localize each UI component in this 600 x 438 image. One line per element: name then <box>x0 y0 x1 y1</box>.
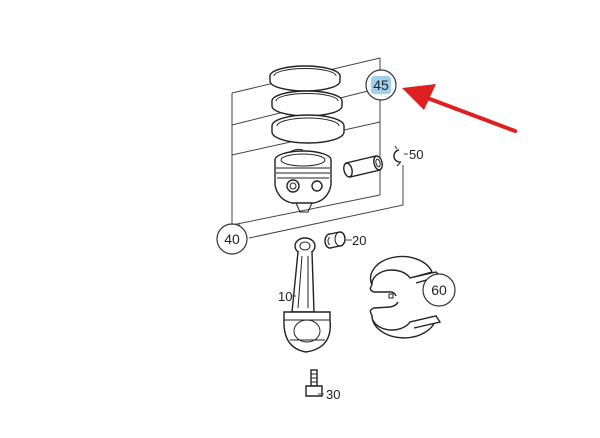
callout-60[interactable]: 60 <box>422 273 456 307</box>
callout-40[interactable]: 40 <box>216 223 248 255</box>
piston-ring-top <box>269 65 341 92</box>
piston-ring-middle <box>271 90 343 117</box>
piston-rings <box>269 65 345 144</box>
part-label-20: 20 <box>352 233 366 248</box>
callout-60-label: 60 <box>431 282 447 298</box>
connecting-rod <box>283 237 331 353</box>
part-label-50: 50 <box>409 147 423 162</box>
piston-pin <box>343 155 383 178</box>
part-label-10: 10 <box>278 289 292 304</box>
callout-40-label: 40 <box>224 231 240 247</box>
rod-bolt <box>305 369 323 397</box>
circlip <box>393 145 402 167</box>
piston-ring-bottom <box>271 114 345 144</box>
part-label-30: 30 <box>326 387 340 402</box>
callout-45[interactable]: 45 <box>365 69 397 101</box>
bearing-shells <box>369 255 442 339</box>
red-arrow-annotation <box>402 84 517 133</box>
callout-45-label: 45 <box>373 77 389 93</box>
small-end-bushing <box>324 231 346 249</box>
piston <box>274 148 332 213</box>
